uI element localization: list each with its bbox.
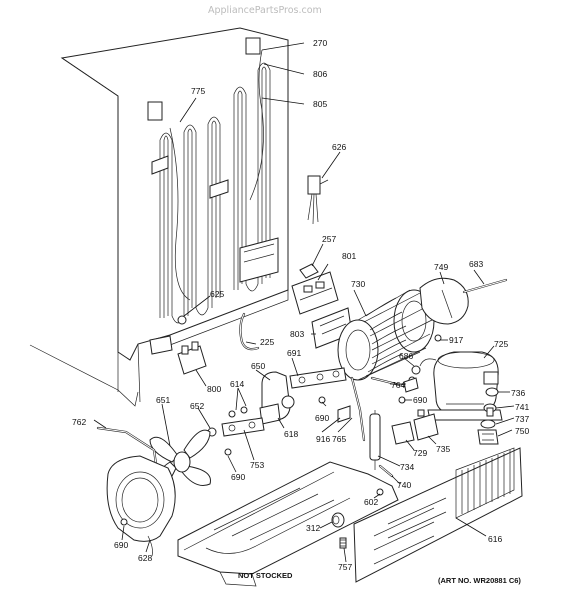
callout-626: 626 [332,142,346,152]
callout-725: 725 [494,339,508,349]
base-pan [177,461,399,587]
part-626-harness [307,175,329,225]
callout-917: 917 [449,335,463,345]
part-749-fan-blade [419,277,469,325]
callout-757: 757 [338,562,352,572]
callout-690-shroud: 690 [114,540,128,550]
callout-690-clamp: 690 [315,413,329,423]
callout-651: 651 [156,395,170,405]
callout-737: 737 [515,414,529,424]
part-764-overload [403,377,419,393]
callout-800: 800 [207,384,221,394]
callout-257: 257 [322,234,336,244]
callout-753: 753 [250,460,264,470]
callout-602: 602 [364,497,378,507]
part-691-tube-clamp [289,367,347,389]
callout-312: 312 [306,523,320,533]
callout-736: 736 [511,388,525,398]
part-225-drain-hose [239,312,260,351]
callout-628: 628 [138,553,152,563]
part-757-leveler [339,537,347,549]
callout-683: 683 [469,259,483,269]
callout-735: 735 [436,444,450,454]
part-616-grille [353,447,523,583]
part-753-bracket [221,417,265,437]
part-735-start-device [413,409,439,441]
callout-270: 270 [313,38,327,48]
part-602-screw [376,488,384,496]
callout-225: 225 [260,337,274,347]
art-number: (ART NO. WR20881 C6) [438,576,521,585]
callout-690-mid: 690 [413,395,427,405]
part-729-capacitor [391,421,415,445]
callout-750: 750 [515,426,529,436]
callout-730: 730 [351,279,365,289]
callout-614: 614 [230,379,244,389]
part-614-grommets [228,406,248,418]
callout-618: 618 [284,429,298,439]
part-312-roller [331,512,345,528]
not-stocked-note: NOT STOCKED [238,571,293,580]
part-741-stud [483,403,497,417]
part-917-screw [434,334,442,342]
callout-686: 686 [399,351,413,361]
callout-labels: 270 806 805 775 626 257 801 625 225 730 … [72,38,529,572]
watermark-text: AppliancePartsPros.com [208,5,322,16]
part-740-tube [378,464,394,478]
callout-625: 625 [210,289,224,299]
callout-749: 749 [434,262,448,272]
part-750-washer [477,429,499,445]
cabinet-back-panel [29,27,289,407]
callout-801: 801 [342,251,356,261]
callout-734: 734 [400,462,414,472]
callout-729: 729 [413,448,427,458]
part-800-relay [177,341,207,375]
callout-652: 652 [190,401,204,411]
part-734-tube [369,410,381,470]
callout-806: 806 [313,69,327,79]
callout-805: 805 [313,99,327,109]
leader-lines [93,42,515,563]
part-730-condenser-coil [337,289,435,381]
callout-650: 650 [251,361,265,371]
callout-803: 803 [290,329,304,339]
part-736-grommet [485,387,499,397]
part-916-clip [337,405,351,423]
part-765-drier [350,376,406,442]
part-690-screw-shroud [120,518,128,526]
part-257-clip [299,263,319,279]
callout-764: 764 [391,380,405,390]
callout-616: 616 [488,534,502,544]
callout-690-fan: 690 [231,472,245,482]
part-801-control-board [291,271,339,315]
callout-765: 765 [332,434,346,444]
callout-691: 691 [287,348,301,358]
callout-762: 762 [72,417,86,427]
part-690-screw-753 [224,448,232,456]
callout-916: 916 [316,434,330,444]
callout-775: 775 [191,86,205,96]
callout-740: 740 [397,480,411,490]
part-762-tube [96,426,158,466]
callout-741: 741 [515,402,529,412]
part-683-shaft [462,278,508,294]
part-690-screw-691 [318,396,326,404]
part-737-grommet [480,419,496,429]
